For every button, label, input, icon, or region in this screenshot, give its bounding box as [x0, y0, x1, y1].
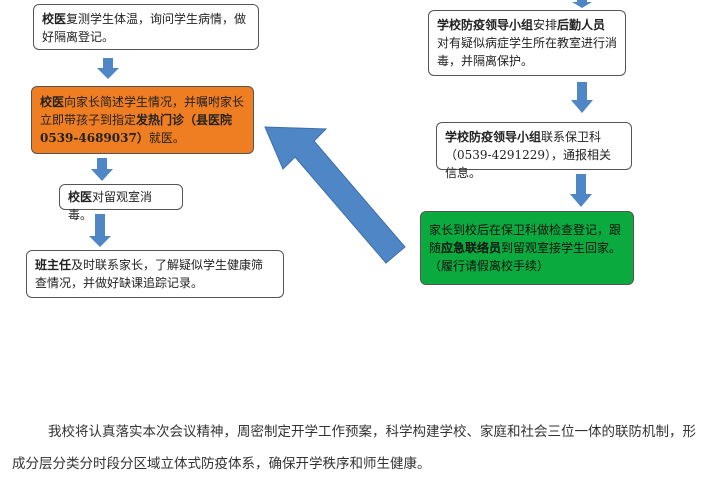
- closing-paragraph: 我校将认真落实本次会议精神，周密制定开学工作预案，科学构建学校、家庭和社会三位一…: [12, 424, 696, 472]
- flow-arrows: [89, 0, 593, 264]
- left-box-4: 班主任及时联系家长，了解疑似学生健康筛查情况，并做好缺课追踪记录。: [26, 250, 284, 298]
- diagonal-arrow: [264, 126, 406, 264]
- down-arrow-5: [570, 174, 592, 207]
- down-arrow-4: [571, 82, 593, 113]
- right-box-1: 学校防疫领导小组安排后勤人员对有疑似病症学生所在教室进行消毒，并隔离保护。: [428, 10, 626, 76]
- down-arrow-2: [91, 158, 113, 181]
- left-box-3: 校医对留观室消毒。: [59, 184, 183, 222]
- right-box-2: 学校防疫领导小组联系保卫科（0539-4291229），通报相关信息。: [436, 122, 632, 180]
- down-arrow-top-right: [572, 0, 592, 8]
- down-arrow-1: [97, 58, 119, 79]
- right-box-3-green: 家长到校后在保卫科做检查登记，跟随应急联络员到留观室接学生回家。（履行请假离校手…: [420, 211, 634, 285]
- down-arrow-3: [89, 214, 111, 247]
- left-box-2-orange: 校医向家长简述学生情况，并嘱咐家长立即带孩子到指定发热门诊（县医院0539-46…: [31, 86, 254, 154]
- left-box-1: 校医复测学生体温，询问学生病情，做好隔离登记。: [33, 4, 259, 50]
